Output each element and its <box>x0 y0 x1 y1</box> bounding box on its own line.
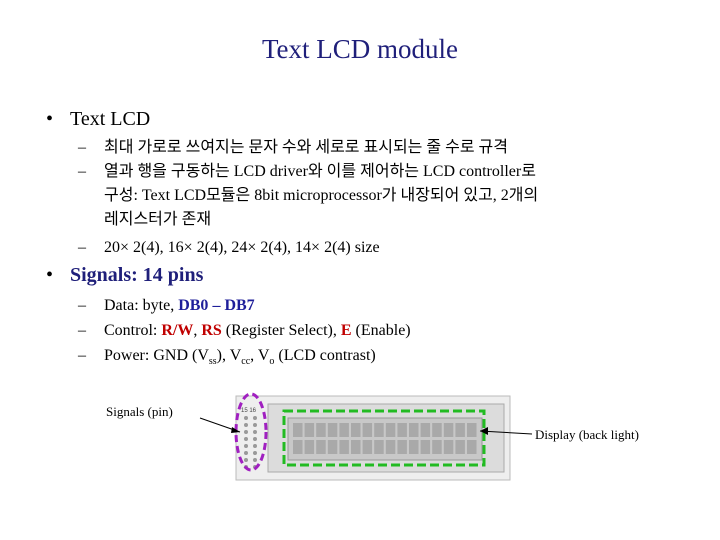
char-cell <box>385 423 396 437</box>
pin-label-top: 15 16 <box>241 408 257 414</box>
char-cell <box>443 423 454 437</box>
display-highlight <box>282 409 486 467</box>
char-cell <box>455 423 465 437</box>
char-cell <box>374 440 384 454</box>
char-cell <box>327 423 338 437</box>
char-cell <box>304 440 315 454</box>
char-cell <box>432 440 442 454</box>
char-cell <box>351 440 361 454</box>
sub-item-size: –20× 2(4), 16× 2(4), 24× 2(4), 14× 2(4) … <box>78 239 380 256</box>
display-arrow <box>479 430 533 435</box>
sub-item-power: –Power: GND (Vss), Vcc, Vo (LCD contrast… <box>78 347 376 368</box>
char-cell <box>467 440 477 454</box>
pins-highlight <box>234 392 268 472</box>
char-cell <box>467 423 477 437</box>
display-label: Display (back light) <box>535 427 639 442</box>
pin-dot <box>244 416 248 420</box>
char-cell <box>385 440 396 454</box>
char-cell <box>420 440 431 454</box>
pin-dot <box>253 451 257 455</box>
sub-item-spec: –최대 가로로 쓰여지는 문자 수와 세로로 표시되는 줄 수로 규격 <box>78 139 509 156</box>
pin-dot <box>244 430 248 434</box>
char-cell <box>304 423 315 437</box>
char-cell <box>420 423 431 437</box>
char-cell <box>397 440 407 454</box>
char-cell <box>455 440 465 454</box>
pin-dot <box>253 458 257 462</box>
char-cell <box>409 440 419 454</box>
char-cell <box>293 440 303 454</box>
char-cell <box>293 423 303 437</box>
pin-dot <box>253 430 257 434</box>
page-title: Text LCD module <box>261 34 459 64</box>
pin-dot <box>253 437 257 441</box>
pin-dot <box>244 444 248 448</box>
sub-item-driver: –열과 행을 구동하는 LCD driver와 이를 제어하는 LCD cont… <box>78 163 539 228</box>
pin-dot <box>253 416 257 420</box>
pin-dot <box>244 437 248 441</box>
pin-dot <box>253 423 257 427</box>
bullet-signals: •Signals: 14 pins <box>46 264 204 286</box>
char-cell <box>362 440 373 454</box>
pin-dot <box>244 423 248 427</box>
bullet-label: Text LCD <box>70 108 151 130</box>
char-cell <box>362 423 373 437</box>
pin-dot <box>244 458 248 462</box>
signals-label: Signals (pin) <box>106 404 173 419</box>
char-cell <box>432 423 442 437</box>
sub-item-data: –Data: byte, DB0 – DB7 <box>78 297 255 314</box>
char-cell <box>339 440 349 454</box>
char-cell <box>351 423 361 437</box>
char-cells <box>293 423 477 454</box>
bullet-text-lcd: • Text LCD <box>46 108 150 131</box>
bullet-dot: • <box>46 108 54 130</box>
char-cell <box>316 423 326 437</box>
char-cell <box>397 423 407 437</box>
sub-item-control: –Control: R/W, RS (Register Select), E (… <box>78 322 411 339</box>
bullet-label: Signals: 14 pins <box>70 264 204 286</box>
char-cell <box>316 440 326 454</box>
char-cell <box>409 423 419 437</box>
char-cell <box>443 440 454 454</box>
char-cell <box>339 423 349 437</box>
pin-dot <box>244 451 248 455</box>
char-cell <box>327 440 338 454</box>
char-cell <box>374 423 384 437</box>
pin-dot <box>253 444 257 448</box>
